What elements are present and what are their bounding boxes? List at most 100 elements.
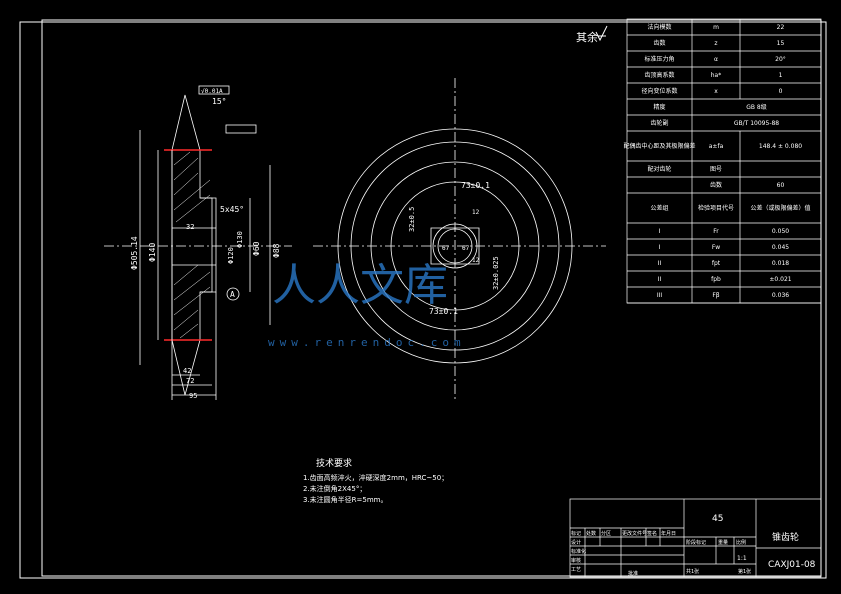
param-sym-0: m bbox=[713, 24, 719, 31]
dim-angle: 15° bbox=[212, 97, 226, 106]
outer-border bbox=[19, 21, 827, 579]
tb-header-1: 处数 bbox=[586, 530, 596, 537]
tb-header-5: 年月日 bbox=[661, 530, 676, 537]
tech-line-3: 3.未注圆角半径R=5mm。 bbox=[303, 495, 388, 504]
tb-footer-right: 第1张 bbox=[738, 568, 751, 575]
dim-dia4: Φ130 bbox=[236, 231, 244, 248]
param-val-9: 60 bbox=[777, 182, 785, 189]
tb-stage-2: 比例 bbox=[736, 539, 746, 546]
roughness-symbol-icon bbox=[595, 25, 608, 42]
tb-row-1: 标准化 bbox=[571, 548, 586, 555]
dim-inner2: 67 bbox=[442, 245, 450, 252]
param-name-13: II bbox=[658, 260, 662, 267]
tb-scale: 1:1 bbox=[737, 555, 747, 562]
tech-line-1: 1.齿面高频淬火，淬硬深度2mm，HRC~50； bbox=[303, 473, 448, 482]
dim-dia5: Φ88 bbox=[272, 243, 281, 258]
param-val-14: ±0.021 bbox=[769, 276, 791, 283]
param-val-13: 0.018 bbox=[772, 260, 789, 267]
tb-header-4: 签名 bbox=[647, 530, 657, 537]
tb-stage-0: 阶段标记 bbox=[686, 539, 706, 546]
datum-label: A bbox=[230, 290, 235, 299]
param-sym-10: 检验项目代号 bbox=[698, 204, 734, 212]
dim-dia6: Φ60 bbox=[252, 241, 261, 256]
param-sym-13: fpt bbox=[712, 260, 721, 267]
param-val-12: 0.045 bbox=[772, 244, 789, 251]
tb-header-0: 标记 bbox=[571, 530, 581, 537]
param-val-0: 22 bbox=[777, 24, 785, 31]
param-name-7: 配偶齿中心距及其极限偏差 bbox=[623, 142, 695, 150]
param-sym-9: 齿数 bbox=[710, 181, 722, 189]
param-sym-14: fpb bbox=[711, 276, 721, 283]
param-name-12: I bbox=[659, 244, 661, 251]
tb-stage-headers: 阶段标记 重量 比例 bbox=[686, 539, 746, 546]
tech-line-2: 2.未注倒角2X45°； bbox=[303, 484, 366, 493]
param-sym-4: x bbox=[714, 88, 718, 95]
param-val-7: 148.4 ± 0.080 bbox=[759, 143, 802, 150]
param-name-4: 径向变位系数 bbox=[641, 87, 677, 95]
param-val-1: 15 bbox=[777, 40, 785, 47]
param-name-6: 齿轮副 bbox=[650, 119, 668, 127]
param-name-0: 法向模数 bbox=[647, 23, 671, 31]
param-name-2: 标准压力角 bbox=[644, 55, 674, 63]
tb-approve: 批准 bbox=[628, 570, 638, 577]
section-view bbox=[104, 85, 292, 400]
param-val-11: 0.050 bbox=[772, 228, 789, 235]
param-sym-8: 图号 bbox=[710, 166, 722, 173]
dim-dia1: Φ505.14 bbox=[130, 236, 139, 270]
dim-right-right: 32±0.025 bbox=[492, 256, 500, 290]
tb-row-2: 审核 bbox=[571, 557, 581, 564]
dim-dia2: Φ140 bbox=[148, 243, 157, 262]
roughness-note: 其余 bbox=[576, 30, 598, 44]
dim-inner4: 12 bbox=[472, 257, 480, 264]
dim-bottom2: 72 bbox=[186, 377, 194, 385]
title-block bbox=[569, 498, 822, 578]
param-sym-11: Fr bbox=[713, 228, 719, 235]
param-val-4: 0 bbox=[779, 88, 783, 95]
param-sym-3: ha* bbox=[711, 72, 721, 79]
param-val-3: 1 bbox=[779, 72, 783, 79]
dim-inner1: 12 bbox=[472, 209, 480, 216]
param-name-8: 配对齿轮 bbox=[647, 165, 671, 173]
tb-stage-1: 重量 bbox=[718, 539, 728, 546]
dim-right-left: 32±0.5 bbox=[408, 207, 416, 232]
tb-row-0: 设计 bbox=[571, 539, 581, 546]
param-val-10: 公差（或极限偏差）值 bbox=[750, 204, 810, 212]
param-name-15: III bbox=[657, 292, 663, 299]
param-val-2: 20° bbox=[775, 56, 786, 63]
tb-footer-left: 共1张 bbox=[686, 568, 699, 575]
param-sym-2: α bbox=[714, 56, 718, 63]
param-name-1: 齿数 bbox=[653, 39, 665, 47]
tech-title: 技术要求 bbox=[316, 457, 352, 469]
watermark-url: www.renrendoc.com bbox=[268, 336, 466, 349]
tb-drawing-no: CAXJ01-08 bbox=[768, 560, 816, 570]
tb-row-3: 工艺 bbox=[571, 567, 581, 573]
watermark-main: 人人文库 bbox=[272, 260, 448, 311]
param-name-10: 公差组 bbox=[650, 204, 668, 212]
param-sym-7: a±fa bbox=[709, 143, 724, 150]
tb-header-2: 分区 bbox=[601, 530, 611, 537]
param-val-6: GB/T 10095-88 bbox=[734, 120, 779, 127]
dim-bottom3: 95 bbox=[189, 392, 197, 400]
param-sym-12: Fw bbox=[712, 244, 720, 251]
front-view bbox=[313, 78, 606, 402]
param-table: 法向模数 m 22 齿数 z 15 标准压力角 α 20° 齿顶高系数 ha* 1 径向变位系数 x 0 精度… bbox=[623, 18, 822, 304]
dim-chamfer: 5x45° bbox=[220, 205, 244, 214]
param-name-11: I bbox=[659, 228, 661, 235]
tb-material: 45 bbox=[712, 514, 723, 524]
param-sym-15: Fβ bbox=[712, 292, 719, 299]
param-name-3: 齿顶高系数 bbox=[644, 71, 674, 79]
param-name-5: 精度 bbox=[653, 103, 665, 111]
dim-feature: √0.01A bbox=[201, 88, 223, 95]
param-sym-1: z bbox=[714, 40, 717, 47]
dim-bottom1: 42 bbox=[183, 367, 191, 375]
dim-small: 32 bbox=[186, 223, 194, 231]
tb-part-name: 锥齿轮 bbox=[772, 531, 799, 543]
tb-headers: 标记处数分区 更改文件号签名年月日 bbox=[571, 530, 676, 537]
dim-right-bottom: 73±0.1 bbox=[429, 307, 458, 316]
param-name-14: II bbox=[658, 276, 662, 283]
param-val-15: 0.036 bbox=[772, 292, 789, 299]
tb-header-3: 更改文件号 bbox=[622, 530, 647, 537]
dim-dia3: Φ120 bbox=[227, 247, 235, 264]
